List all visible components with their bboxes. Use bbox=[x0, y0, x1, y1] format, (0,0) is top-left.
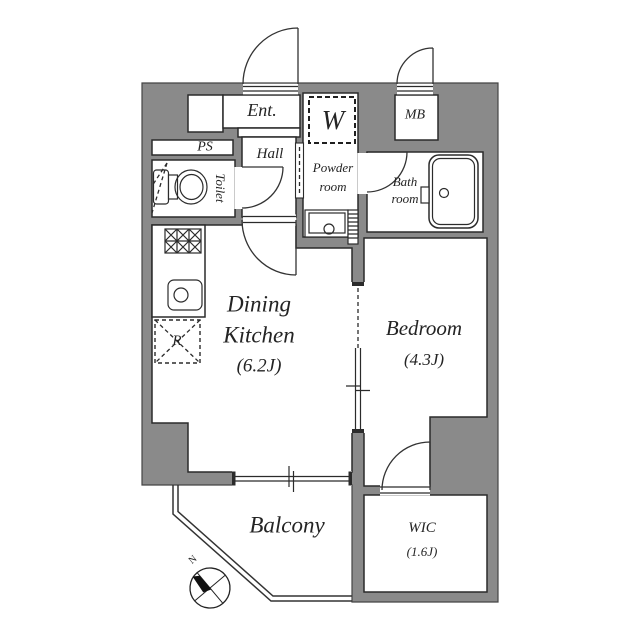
sink-icon bbox=[167, 279, 203, 311]
toilet-door-swing bbox=[241, 166, 284, 209]
bathtub-icon bbox=[420, 154, 479, 229]
dining-kitchen-area: (6.2J) bbox=[236, 355, 282, 377]
bath-room-label: Bath room bbox=[392, 173, 419, 207]
compass-icon bbox=[189, 567, 231, 609]
entrance-label: Ent. bbox=[247, 100, 277, 121]
meter-box bbox=[394, 94, 439, 141]
shoe-cabinet bbox=[187, 94, 224, 133]
entrance-door-swing bbox=[242, 27, 299, 85]
washer-label: W bbox=[321, 105, 345, 136]
bath-door-opening bbox=[357, 153, 368, 194]
stove-icon bbox=[164, 228, 202, 254]
washer-space-box bbox=[308, 96, 356, 144]
powder-room-label-line1: Powder bbox=[312, 160, 354, 175]
wic-label-line1: WIC bbox=[408, 520, 436, 536]
refrigerator-label: R bbox=[172, 332, 182, 349]
wic-door-opening bbox=[380, 484, 430, 496]
mb-door-swing bbox=[396, 47, 434, 85]
refrigerator-space bbox=[154, 319, 201, 364]
wic-label: WIC (1.6J) bbox=[407, 517, 438, 563]
toilet-label: Toilet bbox=[213, 173, 229, 203]
door-swings bbox=[241, 27, 434, 491]
bath-room-label-line1: Bath bbox=[392, 174, 418, 189]
entrance-step bbox=[237, 127, 301, 138]
dk-door-swing bbox=[241, 219, 297, 276]
wic-floor bbox=[363, 494, 488, 593]
dk-window bbox=[232, 471, 352, 486]
wic-door-swing bbox=[381, 441, 431, 491]
wic-area: (1.6J) bbox=[406, 544, 438, 559]
hall-label: Hall bbox=[256, 145, 284, 162]
kitchen-counter bbox=[151, 224, 206, 318]
entrance-opening bbox=[243, 83, 298, 95]
dining-kitchen-label: Dining Kitchen (6.2J) bbox=[223, 289, 295, 382]
bath-door-swing bbox=[366, 151, 408, 193]
balcony-outline bbox=[172, 485, 352, 602]
pipe-space-label: PS bbox=[197, 139, 213, 155]
hall-dk-doorway bbox=[243, 214, 296, 226]
bath-room-label-line2: room bbox=[391, 191, 419, 206]
bedroom-floor bbox=[363, 237, 488, 487]
balcony-label: Balcony bbox=[249, 512, 325, 538]
bedroom-label: Bedroom (4.3J) bbox=[386, 312, 462, 376]
dining-kitchen-label-line2: Kitchen bbox=[223, 322, 295, 348]
bedroom-sliding-door bbox=[351, 282, 365, 433]
pipe-space-box bbox=[151, 139, 234, 156]
dining-kitchen-label-line1: Dining bbox=[227, 291, 291, 317]
powder-room-label: Powder room bbox=[313, 158, 353, 196]
bedroom-area: (4.3J) bbox=[403, 350, 445, 369]
toilet-icon bbox=[151, 162, 208, 214]
openings bbox=[232, 83, 433, 496]
powder-room-label-line2: room bbox=[319, 179, 347, 194]
washbasin-icon bbox=[304, 209, 359, 245]
bedroom-label-line1: Bedroom bbox=[385, 316, 463, 340]
toilet-door-opening bbox=[234, 167, 243, 209]
mb-opening bbox=[397, 83, 433, 95]
meter-box-label: MB bbox=[404, 107, 426, 123]
